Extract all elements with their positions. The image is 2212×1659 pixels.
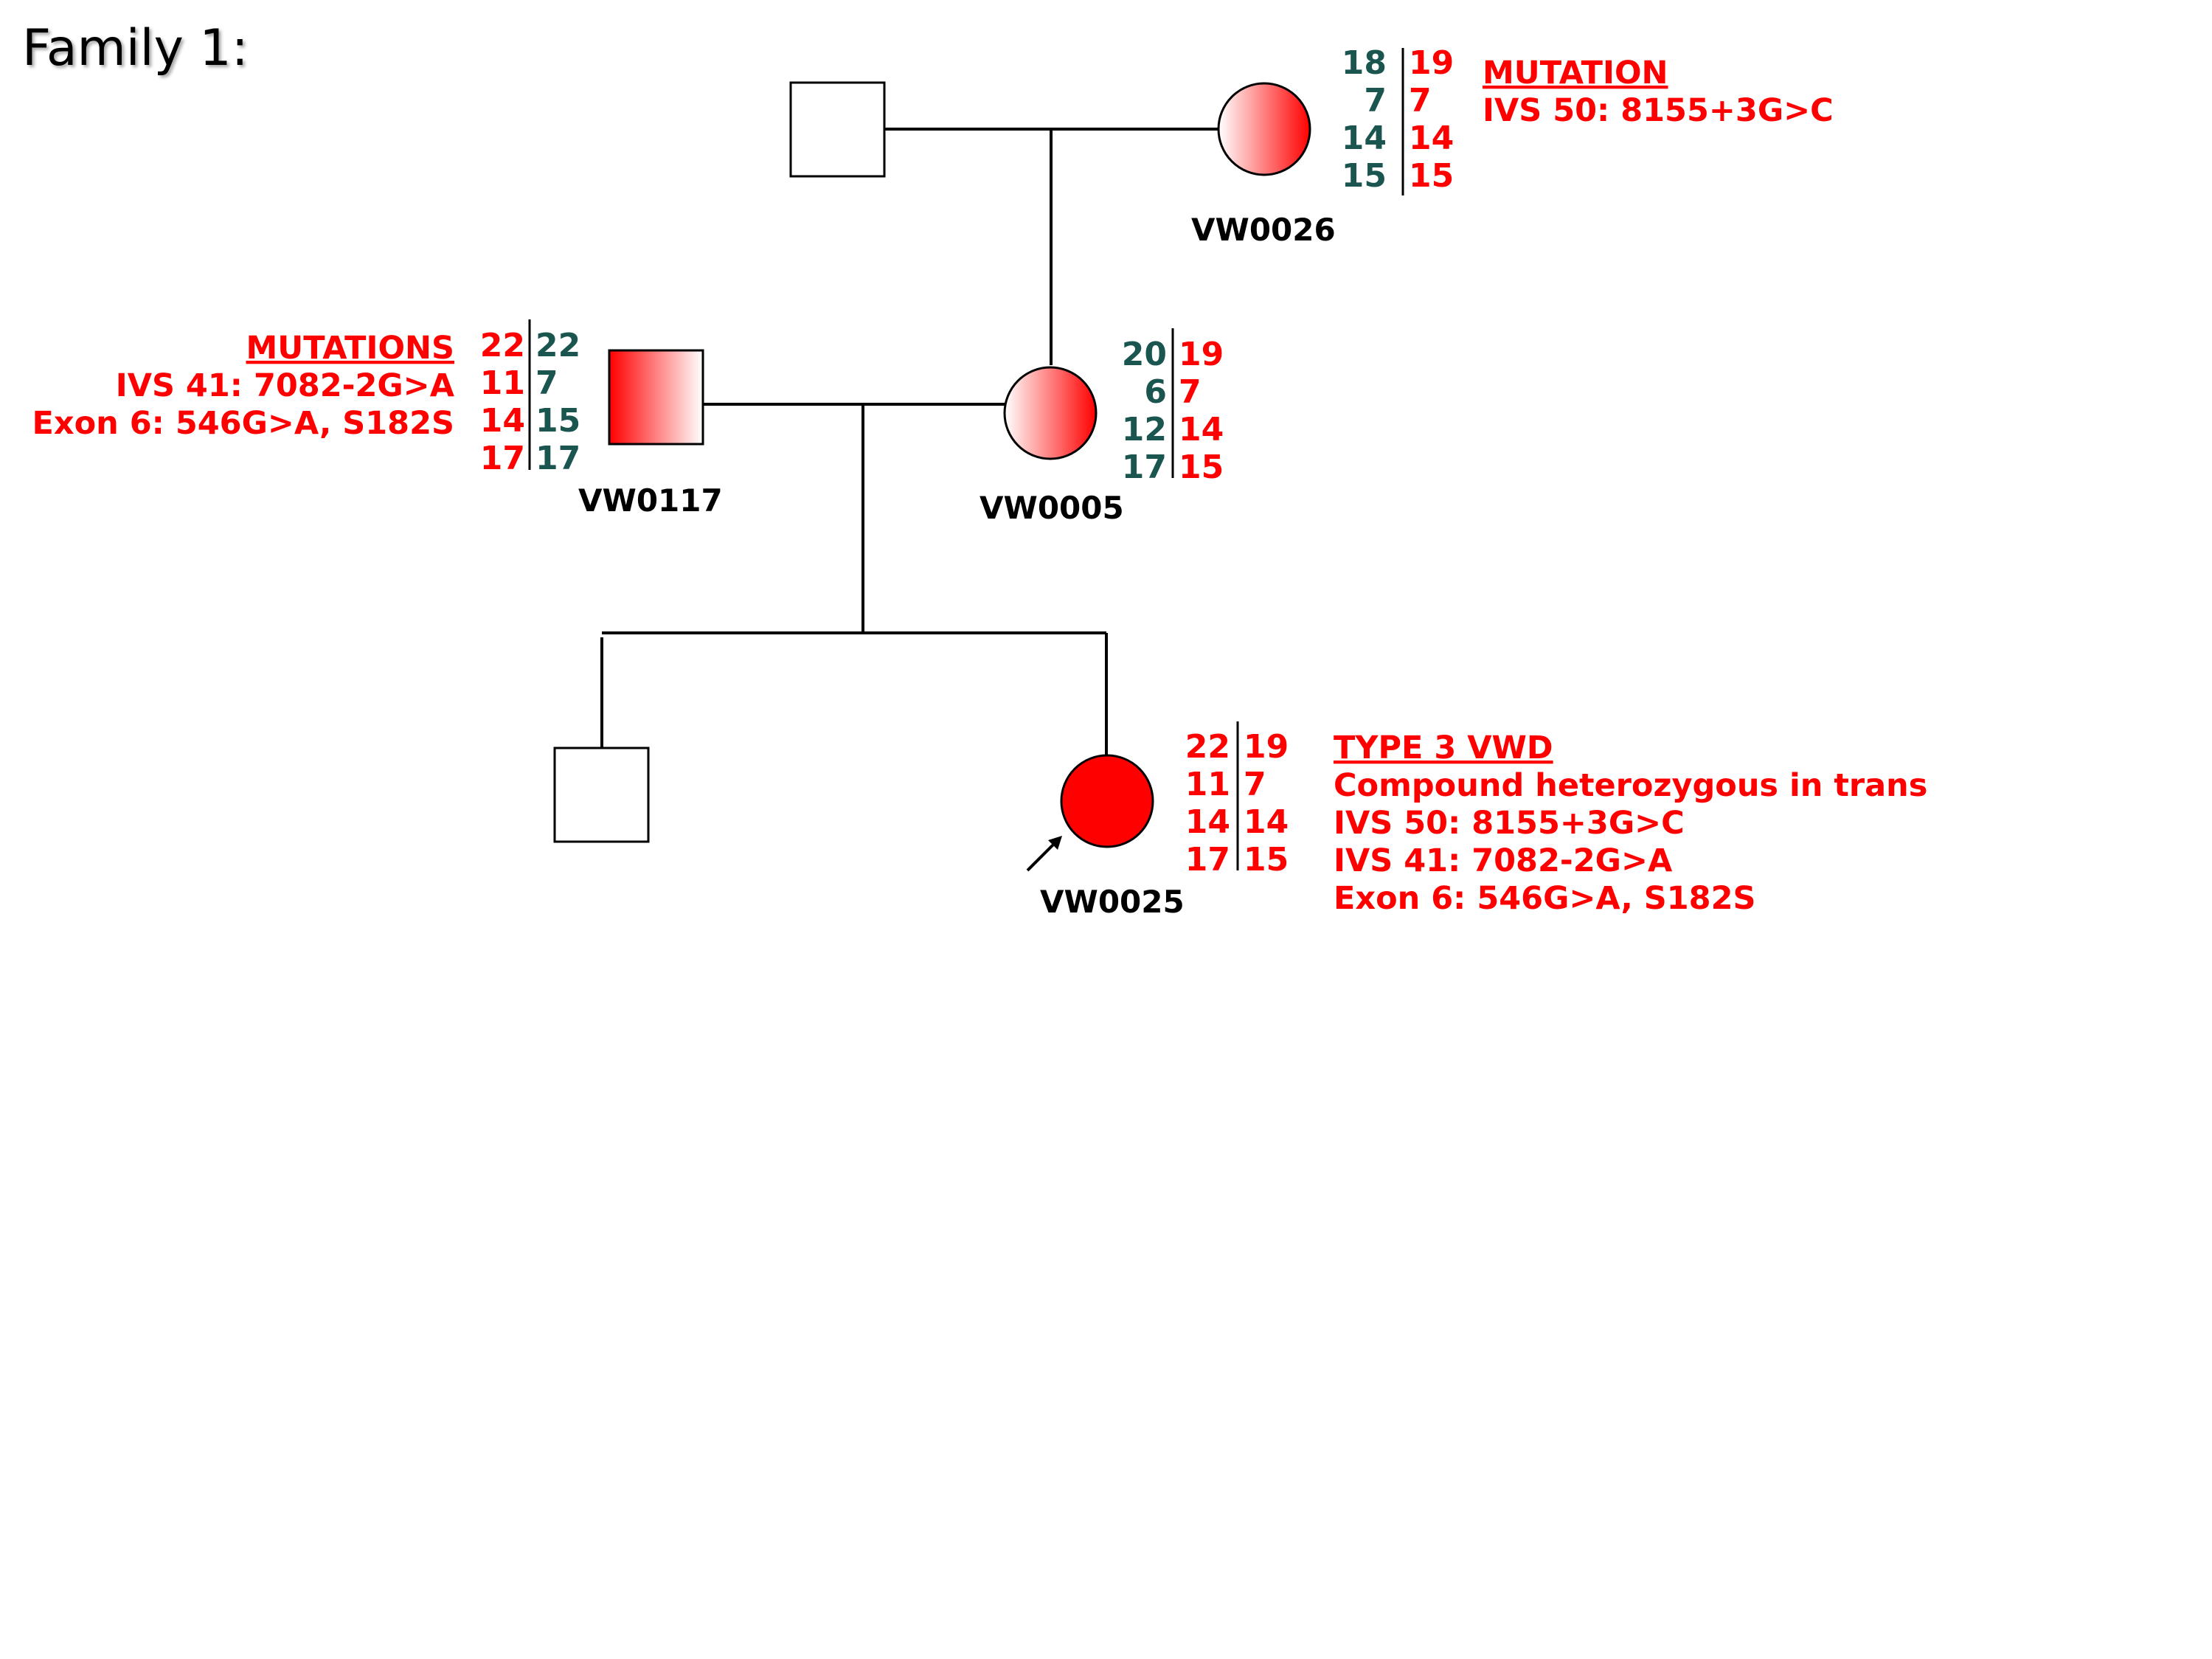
grandmother-circle bbox=[1217, 82, 1311, 176]
allele-left: 18 bbox=[1342, 44, 1387, 82]
proband-arrow-icon bbox=[1026, 836, 1062, 872]
allele-right: 19 bbox=[1179, 336, 1224, 373]
proband-notes-line: Compound heterozygous in trans bbox=[1334, 767, 1927, 804]
father-notes-heading: MUTATIONS bbox=[246, 330, 454, 367]
son-square bbox=[553, 747, 650, 843]
proband-label: VW0025 bbox=[1040, 884, 1185, 920]
proband-circle bbox=[1060, 754, 1154, 848]
allele-right: 19 bbox=[1244, 728, 1289, 766]
allele-left: 17 bbox=[1122, 448, 1167, 486]
allele-right: 15 bbox=[1179, 448, 1224, 486]
allele-right: 7 bbox=[1179, 373, 1202, 411]
allele-left: 7 bbox=[1364, 82, 1387, 120]
grandmother-label: VW0026 bbox=[1191, 212, 1336, 248]
allele-right: 15 bbox=[535, 402, 580, 440]
allele-left: 14 bbox=[1342, 120, 1387, 157]
pedigree-lines bbox=[600, 128, 1218, 755]
father-square bbox=[608, 349, 704, 446]
allele-right: 22 bbox=[535, 327, 580, 364]
proband-notes-line: Exon 6: 546G>A, S182S bbox=[1334, 880, 1755, 917]
proband-notes-heading: TYPE 3 VWD bbox=[1334, 730, 1553, 766]
allele-right: 15 bbox=[1409, 157, 1454, 195]
allele-right: 17 bbox=[535, 440, 580, 477]
allele-left: 6 bbox=[1144, 373, 1167, 411]
mother-label: VW0005 bbox=[980, 490, 1124, 526]
allele-right: 19 bbox=[1409, 44, 1454, 82]
allele-right: 15 bbox=[1244, 841, 1289, 879]
grandfather-square bbox=[789, 81, 886, 178]
allele-right: 14 bbox=[1179, 411, 1224, 448]
allele-left: 12 bbox=[1122, 411, 1167, 448]
allele-right: 7 bbox=[1409, 82, 1432, 120]
allele-right: 14 bbox=[1244, 803, 1289, 841]
mother-circle bbox=[1003, 366, 1098, 460]
allele-right: 7 bbox=[535, 364, 558, 402]
allele-right: 14 bbox=[1409, 120, 1454, 157]
allele-right: 7 bbox=[1244, 766, 1266, 803]
allele-left: 15 bbox=[1342, 157, 1387, 195]
allele-left: 14 bbox=[480, 402, 525, 440]
father-notes-line: Exon 6: 546G>A, S182S bbox=[32, 405, 454, 442]
proband-notes-line: IVS 41: 7082-2G>A bbox=[1334, 842, 1673, 879]
allele-left: 11 bbox=[480, 364, 525, 402]
father-notes-line: IVS 41: 7082-2G>A bbox=[116, 367, 455, 404]
grandmother-notes-heading: MUTATION bbox=[1483, 55, 1668, 91]
page-title: Family 1: bbox=[22, 19, 249, 77]
allele-left: 22 bbox=[480, 327, 525, 364]
proband-notes-line: IVS 50: 8155+3G>C bbox=[1334, 805, 1685, 842]
allele-left: 17 bbox=[480, 440, 525, 477]
allele-left: 11 bbox=[1185, 766, 1230, 803]
father-label: VW0117 bbox=[578, 482, 723, 519]
allele-left: 17 bbox=[1185, 841, 1230, 879]
allele-left: 14 bbox=[1185, 803, 1230, 841]
allele-left: 20 bbox=[1122, 336, 1167, 373]
allele-left: 22 bbox=[1185, 728, 1230, 766]
grandmother-notes-line: IVS 50: 8155+3G>C bbox=[1483, 92, 1834, 129]
